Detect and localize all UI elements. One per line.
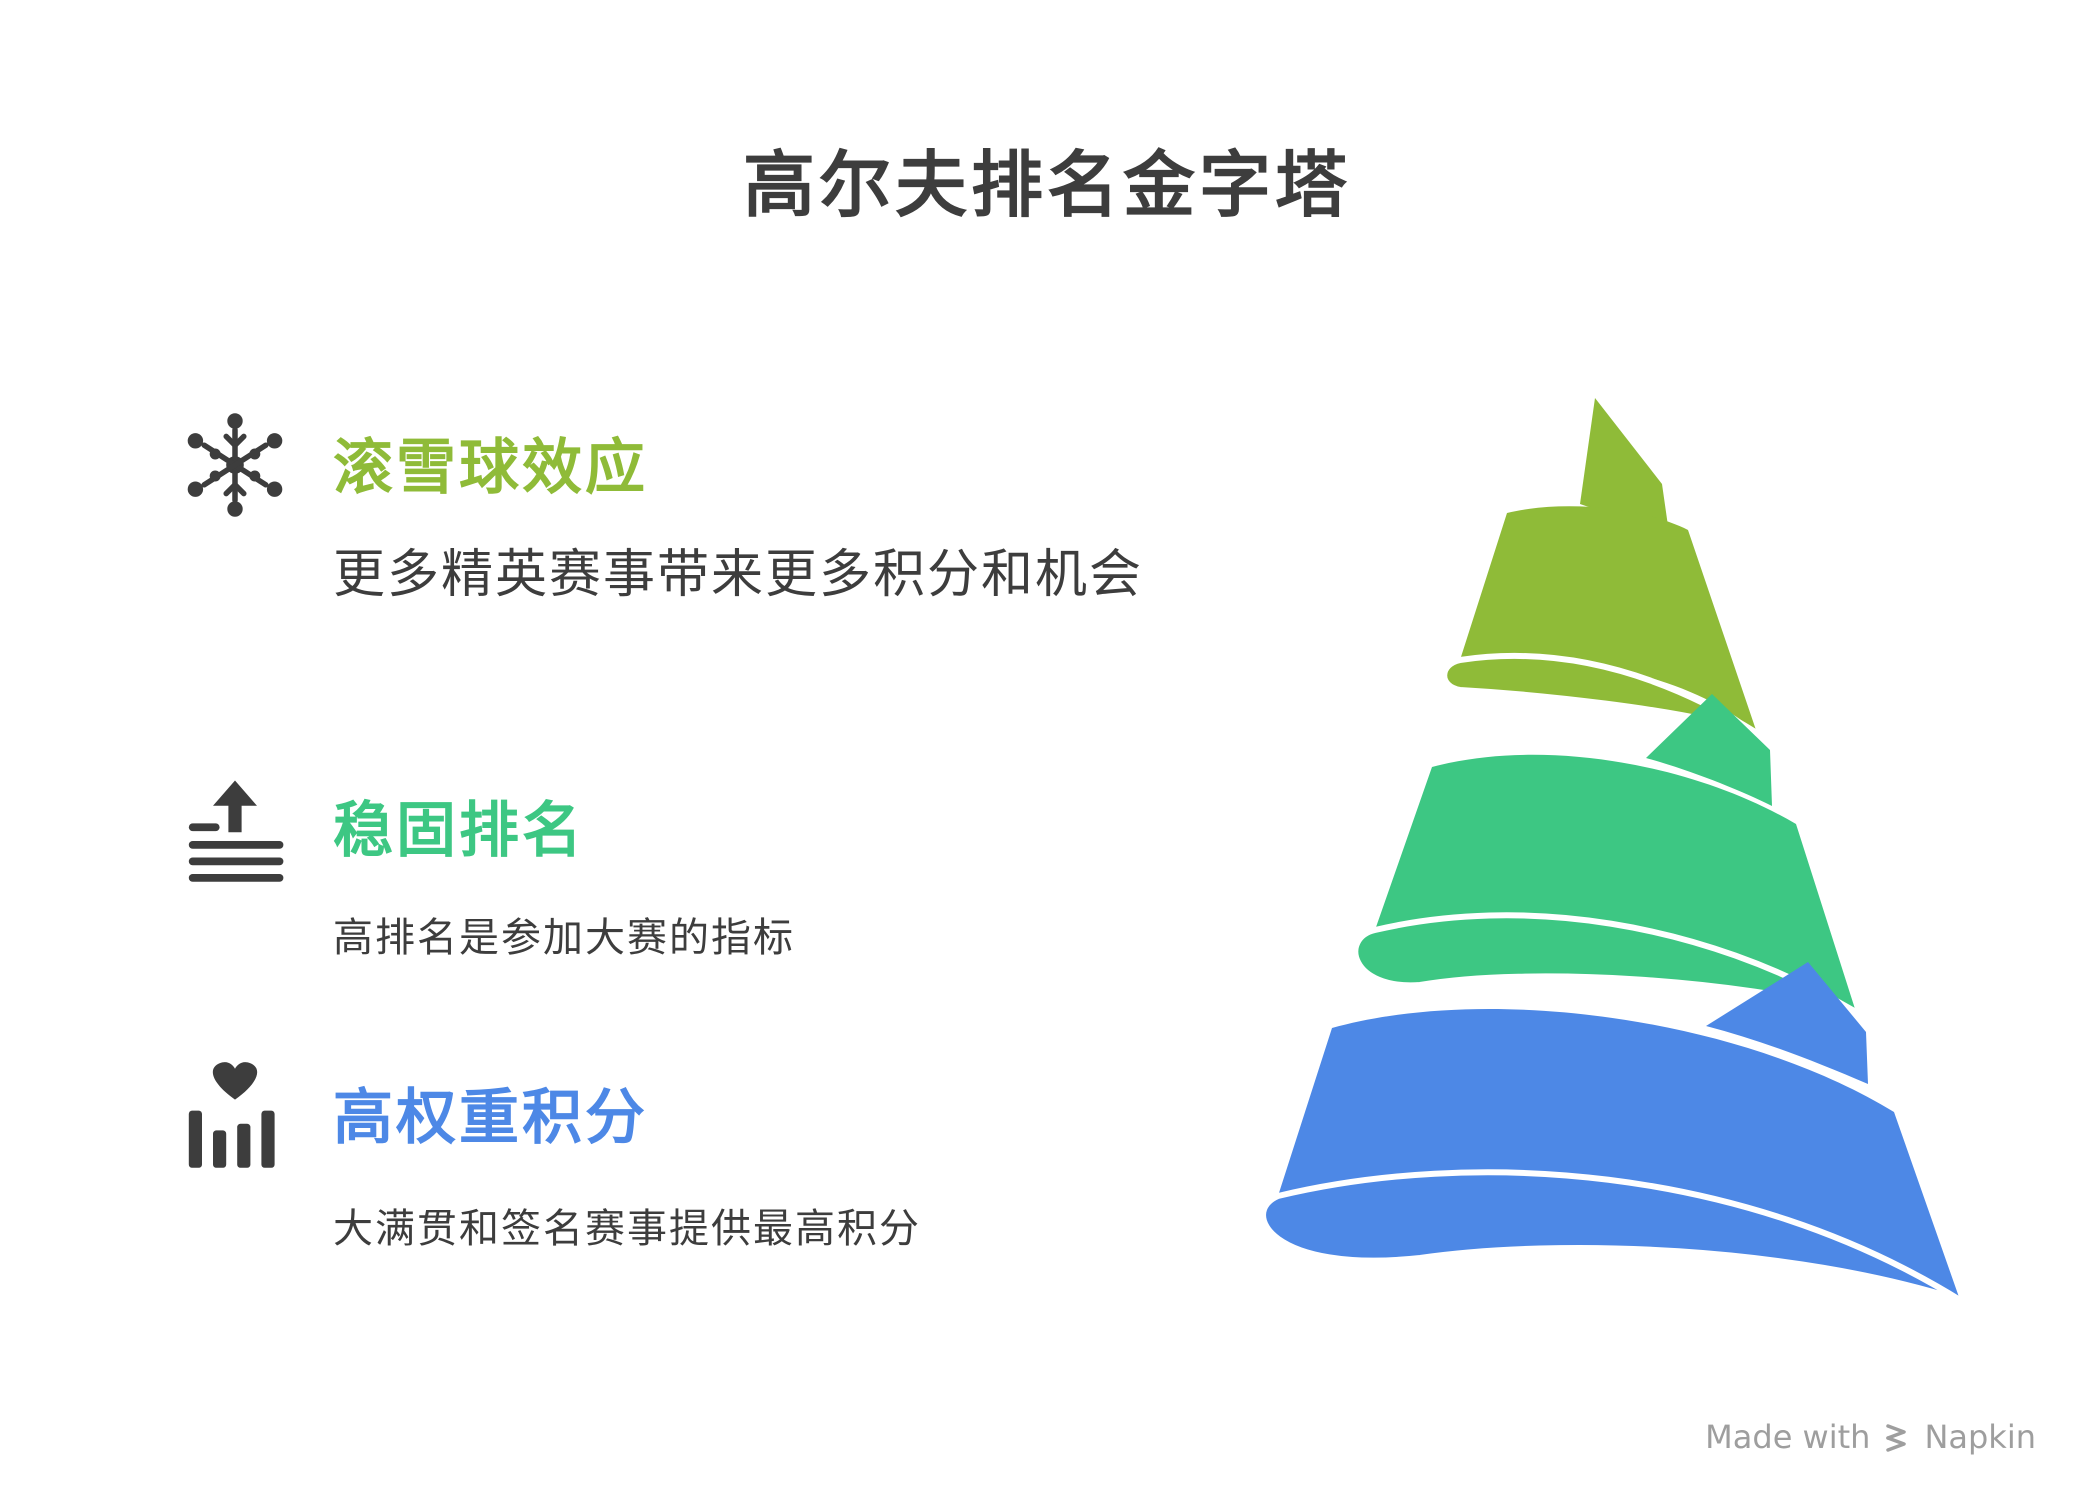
made-with-napkin-footer: Made with Napkin <box>1705 1418 2036 1456</box>
spiral-band-teal <box>1375 754 1856 1012</box>
spiral-band-teal-top <box>1646 694 1772 806</box>
item-heading: 稳固排名 <box>333 796 585 866</box>
spiral-pyramid-graphic <box>1260 398 1962 1303</box>
napkin-logo-icon <box>1886 1424 1907 1452</box>
spiral-band-green-rim <box>1441 652 1759 736</box>
snowflake-icon <box>187 413 283 517</box>
spiral-band-blue-rim <box>1260 1169 1962 1303</box>
upload-stack-icon <box>188 780 284 882</box>
napkin-brand-label: Napkin <box>1924 1418 2036 1456</box>
spiral-band-teal-rim <box>1352 912 1858 1015</box>
page-title: 高尔夫排名金字塔 <box>742 143 1351 227</box>
spiral-band-blue-top <box>1706 962 1868 1084</box>
item-heading: 高权重积分 <box>333 1083 648 1153</box>
spiral-band-green <box>1460 506 1757 733</box>
item-description: 更多精英赛事带来更多积分和机会 <box>333 545 1144 605</box>
item-description: 大满贯和签名赛事提供最高积分 <box>333 1206 921 1252</box>
made-with-label: Made with <box>1705 1418 1871 1456</box>
heart-bar-chart-icon <box>188 1062 275 1168</box>
item-description: 高排名是参加大赛的指标 <box>333 915 795 961</box>
spiral-band-blue <box>1278 1008 1960 1300</box>
item-heading: 滚雪球效应 <box>333 433 648 503</box>
spiral-band-green-top <box>1580 398 1668 526</box>
